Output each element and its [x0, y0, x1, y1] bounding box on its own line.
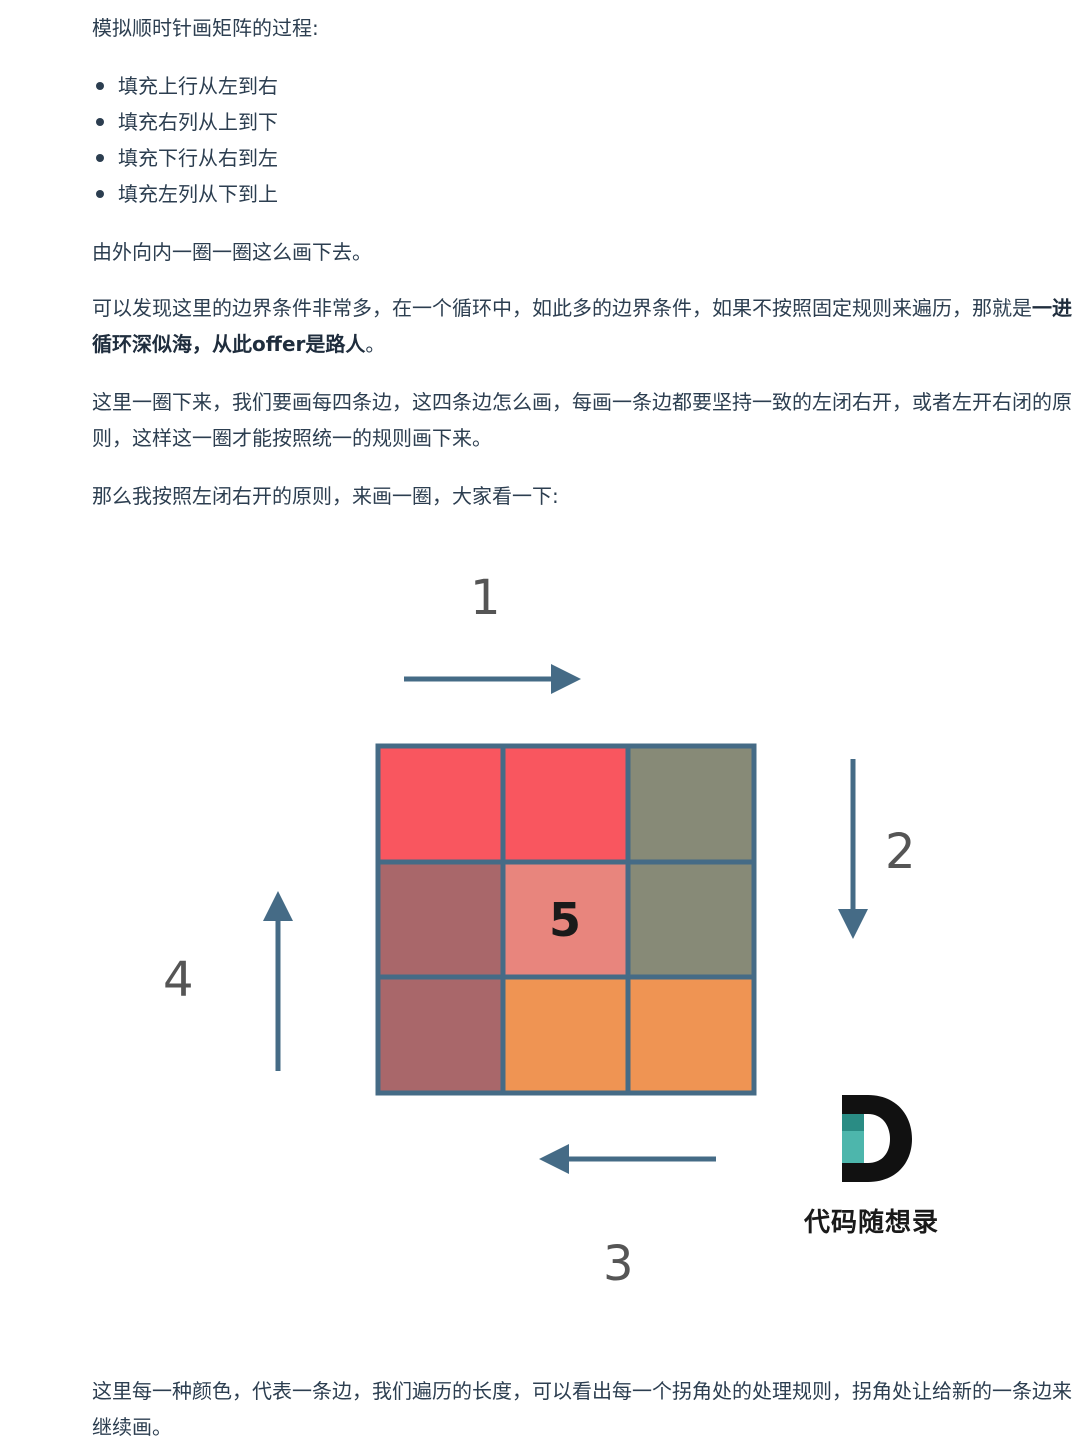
cell-middle-left — [378, 862, 503, 977]
intro-paragraph: 模拟顺时针画矩阵的过程: — [92, 16, 319, 40]
cell-center — [503, 862, 628, 977]
brand-name: 代码随想录 — [804, 1208, 940, 1238]
list-item-text: 填充右列从上到下 — [118, 110, 278, 134]
bullet-icon — [96, 82, 104, 90]
cell-middle-right — [628, 862, 754, 977]
edge-label-3: 3 — [603, 1236, 634, 1292]
boundary-paragraph: 可以发现这里的边界条件非常多，在一个循环中，如此多的边界条件，如果不按照固定规则… — [92, 290, 1074, 362]
edges-paragraph: 这里一圈下来，我们要画每四条边，这四条边怎么画，每画一条边都要坚持一致的左闭右开… — [92, 390, 1072, 450]
list-item: 填充上行从左到右 — [92, 68, 1074, 104]
fill-steps-list: 填充上行从左到右 填充右列从上到下 填充下行从右到左 填充左列从下到上 — [92, 68, 1074, 212]
bullet-icon — [96, 118, 104, 126]
bullet-icon — [96, 154, 104, 162]
center-cell-label: 5 — [549, 893, 582, 947]
matrix-diagram — [263, 664, 912, 1182]
cell-bottom-right — [628, 977, 754, 1093]
list-item: 填充左列从下到上 — [92, 176, 1074, 212]
cell-top-right — [628, 746, 754, 862]
list-item: 填充右列从上到下 — [92, 104, 1074, 140]
grid-lines — [375, 743, 757, 1096]
caption-paragraph: 这里每一种颜色，代表一条边，我们遍历的长度，可以看出每一个拐角处的处理规则，拐角… — [92, 1379, 1072, 1439]
cell-bottom-middle — [503, 977, 628, 1093]
bullet-icon — [96, 190, 104, 198]
list-item: 填充下行从右到左 — [92, 140, 1074, 176]
list-item-text: 填充上行从左到右 — [118, 74, 278, 98]
cell-top-left — [378, 746, 503, 862]
boundary-bold-text: 一进循环深似海，从此offer是路人 — [92, 296, 1072, 356]
cell-bottom-left — [378, 977, 503, 1093]
boundary-text: 可以发现这里的边界条件非常多，在一个循环中，如此多的边界条件，如果不按照固定规则… — [92, 296, 1032, 320]
cell-top-middle — [503, 746, 628, 862]
outer-to-inner-paragraph: 由外向内一圈一圈这么画下去。 — [92, 240, 372, 264]
edge-label-1: 1 — [470, 570, 501, 626]
spiral-matrix-figure: 1 2 3 4 5 代码随想录 — [0, 540, 1089, 1340]
edge-label-2: 2 — [885, 824, 916, 880]
edge-label-4: 4 — [163, 952, 194, 1008]
lead-paragraph: 那么我按照左闭右开的原则，来画一圈，大家看一下: — [92, 484, 559, 508]
list-item-text: 填充下行从右到左 — [118, 146, 278, 170]
list-item-text: 填充左列从下到上 — [118, 182, 278, 206]
letter-d-logo-icon — [842, 1095, 912, 1182]
boundary-end: 。 — [365, 332, 386, 356]
